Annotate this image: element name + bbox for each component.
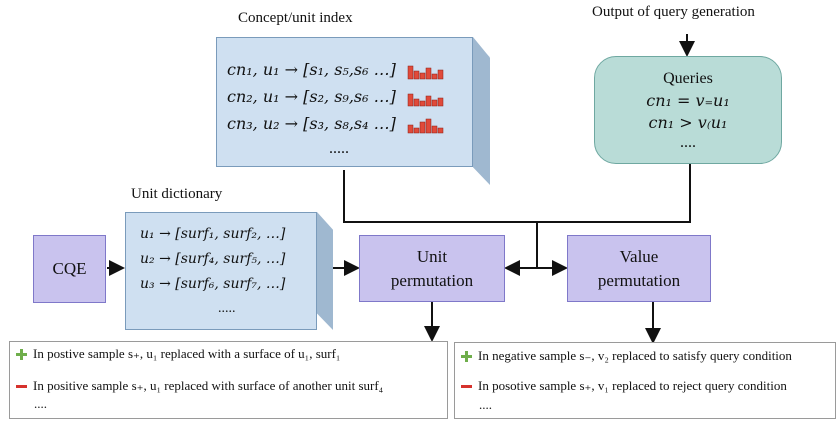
unit-row-2: u₂ → [surf₄, surf₅, …] [140, 251, 286, 267]
query-row-2: cn₁ > v₍u₁ [648, 113, 728, 132]
value-permutation-label-1: Value [619, 246, 659, 266]
value-permutation-box: Value permutation [567, 235, 711, 302]
unit-note-positive: In postive sample s₊, u₁ replaced with a… [16, 346, 340, 362]
unit-dictionary-title: Unit dictionary [131, 186, 223, 202]
unit-permutation-label-2: permutation [390, 270, 474, 290]
unit-row-3: u₃ → [surf₆, surf₇, …] [140, 276, 286, 292]
query-ellipsis: .... [680, 134, 696, 151]
value-note-positive: In negative sample s₋, v₂ replaced to sa… [461, 348, 792, 364]
unit-row-1: u₁ → [surf₁, surf₂, …] [140, 226, 286, 242]
concept-row-1: cn₁, u₁ → [s₁, s₅,s₆ …] [227, 60, 449, 80]
queries-title: Queries [663, 70, 713, 87]
query-row-1: cn₁ = v₌u₁ [646, 91, 730, 110]
unit-permutation-box: Unit permutation [359, 235, 505, 302]
query-output-title: Output of query generation [592, 4, 755, 20]
unit-ellipsis: ..... [218, 301, 236, 316]
value-notes-box: In negative sample s₋, v₂ replaced to sa… [454, 342, 836, 419]
unit-permutation-label-1: Unit [416, 246, 448, 266]
unit-note-negative: In positive sample s₊, u₁ replaced with … [16, 378, 383, 394]
minus-icon [16, 384, 27, 388]
cqe-box: CQE [33, 235, 106, 303]
concept-index-box: cn₁, u₁ → [s₁, s₅,s₆ …] cn₂, u₁ → [s₂, s… [216, 37, 473, 167]
histogram-icon [407, 65, 444, 79]
concept-ellipsis: ..... [329, 140, 349, 157]
queries-box: Queries cn₁ = v₌u₁ cn₁ > v₍u₁ .... [594, 56, 782, 164]
unit-dictionary-box: u₁ → [surf₁, surf₂, …] u₂ → [surf₄, surf… [125, 212, 317, 330]
value-note-negative: In posotive sample s₊, v₁ replaced to re… [461, 378, 787, 394]
minus-icon [461, 384, 472, 388]
unit-dictionary-side [317, 212, 333, 330]
unit-note-ellipsis: .... [34, 396, 47, 411]
concept-index-side [473, 37, 490, 185]
concept-row-3: cn₃, u₂ → [s₃, s₈,s₄ …] [227, 114, 449, 134]
plus-icon [16, 348, 27, 360]
histogram-icon [407, 93, 444, 106]
histogram-icon [407, 118, 444, 133]
unit-notes-box: In postive sample s₊, u₁ replaced with a… [9, 341, 448, 419]
concept-index-title: Concept/unit index [238, 10, 353, 26]
plus-icon [461, 350, 472, 362]
concept-row-2: cn₂, u₁ → [s₂, s₉,s₆ …] [227, 87, 449, 107]
value-note-ellipsis: .... [479, 397, 492, 412]
value-permutation-label-2: permutation [597, 270, 681, 290]
